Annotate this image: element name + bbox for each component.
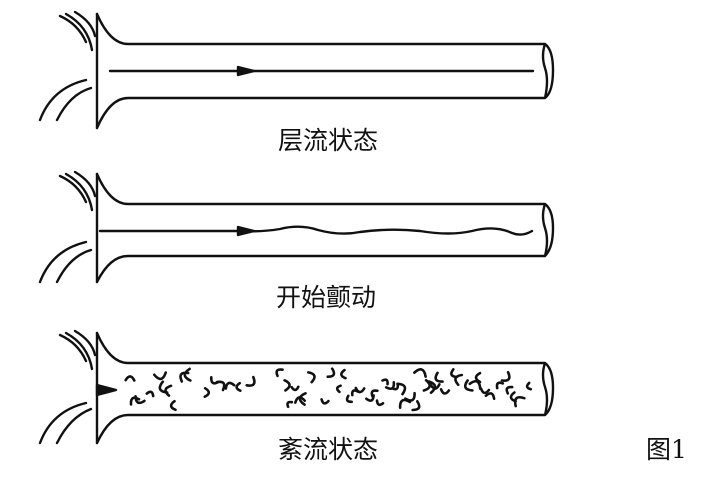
eddy-squiggle [164,384,173,397]
eddy-squiggle [340,368,347,380]
eddy-squiggle [454,373,464,387]
pipe [95,331,555,445]
eddy-squiggle [422,378,431,392]
eddy-squiggle [474,371,482,384]
panel-turbulent [38,329,555,445]
caption-laminar: 层流状态 [278,126,379,155]
eddy-squiggle [153,371,167,381]
reservoir-wall [38,10,99,130]
eddy-squiggle [479,387,491,395]
eddy-squiggle [375,399,385,407]
eddy-squiggle [495,381,505,390]
flow-arrow [236,225,256,237]
eddy-squiggle [169,399,177,412]
turbulent-eddies [124,367,533,412]
eddy-squiggle [463,379,474,392]
eddy-squiggle [439,388,451,395]
eddy-squiggle [145,390,155,398]
eddy-squiggle [354,386,366,394]
dye-streak [98,225,534,236]
eddy-squiggle [235,381,242,392]
eddy-squiggle [129,396,141,406]
eddy-squiggle [411,400,421,412]
eddy-squiggle [525,381,533,391]
pipe [95,172,555,284]
eddy-squiggle [513,395,526,408]
eddy-squiggle [245,375,256,387]
flow-arrow [95,383,118,397]
eddy-squiggle [215,380,226,392]
eddy-squiggle [320,398,330,405]
reservoir-wall [38,170,99,284]
eddy-squiggle [203,387,211,398]
eddy-squiggle [224,381,236,390]
eddy-squiggle [326,367,336,378]
eddy-squiggle [290,385,300,392]
eddy-squiggle [307,371,316,384]
eddy-squiggle [404,391,416,402]
reservoir-wall [38,329,99,445]
caption-turbulent: 紊流状态 [278,435,379,464]
figure-label: 图1 [646,435,687,464]
eddy-squiggle [391,383,400,391]
eddy-squiggle [286,400,294,409]
eddy-squiggle [275,368,284,378]
pipe [95,12,555,130]
panel-laminar [38,10,555,130]
eddy-squiggle [124,375,136,382]
panel-transition [38,170,555,284]
eddy-squiggle [134,395,146,405]
eddy-squiggle [396,382,407,396]
caption-transition: 开始颤动 [276,283,377,312]
eddy-squiggle [298,392,307,406]
eddy-squiggle [413,368,427,378]
eddy-squiggle [500,370,511,382]
eddy-squiggle [335,384,342,394]
eddy-squiggle [427,380,437,394]
eddy-squiggle [283,379,291,392]
eddy-squiggle [429,383,441,390]
eddy-squiggle [381,378,389,386]
eddy-squiggle [434,371,444,383]
eddy-squiggle [484,392,496,400]
eddy-squiggle [505,385,514,395]
eddy-squiggle [370,389,379,398]
flow-arrow [236,65,256,77]
eddy-squiggle [345,394,353,404]
eddy-squiggle [183,367,192,382]
